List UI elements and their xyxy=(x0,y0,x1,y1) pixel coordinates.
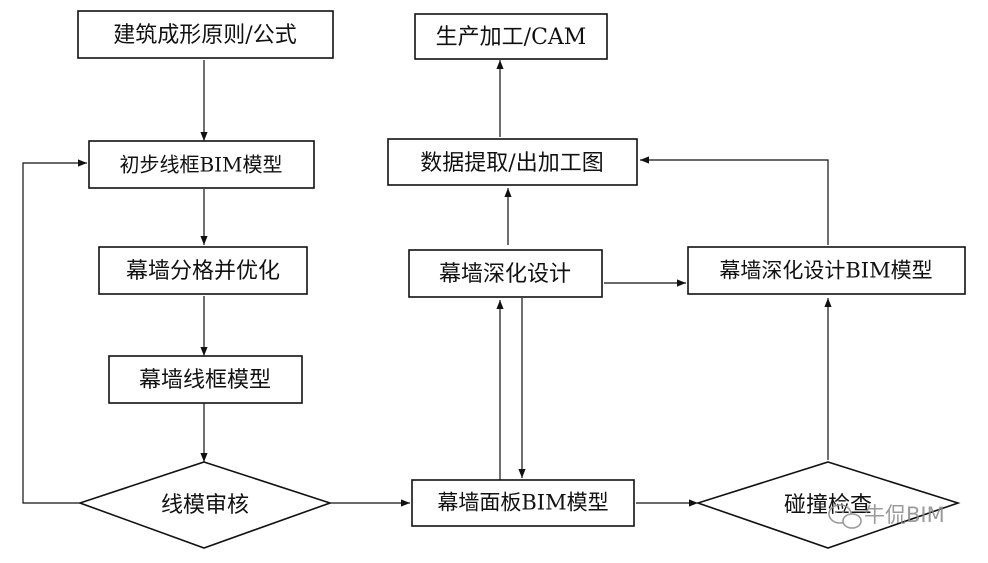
node-n4: 幕墙线框模型 xyxy=(108,355,303,404)
node-label: 碰撞检查 xyxy=(784,493,872,518)
node-label: 幕墙深化设计 xyxy=(439,262,571,287)
node-label: 幕墙深化设计BIM模型 xyxy=(719,259,932,283)
edge-n9-n10 xyxy=(640,156,829,245)
edges xyxy=(22,60,832,507)
node-n3: 幕墙分格并优化 xyxy=(98,246,308,295)
node-n2: 初步线框BIM模型 xyxy=(88,140,315,189)
watermark: 牛侃BIM xyxy=(828,503,945,529)
node-n1: 建筑成形原则/公式 xyxy=(77,10,334,59)
node-n9: 幕墙深化设计BIM模型 xyxy=(687,246,966,295)
node-n6: 幕墙面板BIM模型 xyxy=(411,479,635,527)
node-label: 幕墙面板BIM模型 xyxy=(437,491,608,515)
node-label: 幕墙线框模型 xyxy=(139,368,271,393)
wechat-icon xyxy=(828,504,862,529)
node-label: 线模审核 xyxy=(161,493,249,518)
watermark-text: 牛侃BIM xyxy=(864,503,945,527)
node-n10: 数据提取/出加工图 xyxy=(387,138,638,186)
node-n5: 线模审核 xyxy=(77,461,333,549)
node-label: 生产加工/CAM xyxy=(436,25,587,50)
node-label: 初步线框BIM模型 xyxy=(119,153,282,177)
node-label: 数据提取/出加工图 xyxy=(420,151,603,176)
node-label: 幕墙分格并优化 xyxy=(126,259,280,284)
node-n8: 幕墙深化设计 xyxy=(408,249,603,298)
node-label: 建筑成形原则/公式 xyxy=(113,23,296,48)
edge-n5-n2-loop xyxy=(22,159,87,504)
node-n11: 生产加工/CAM xyxy=(414,13,608,60)
node-n7: 碰撞检查 xyxy=(695,461,961,549)
